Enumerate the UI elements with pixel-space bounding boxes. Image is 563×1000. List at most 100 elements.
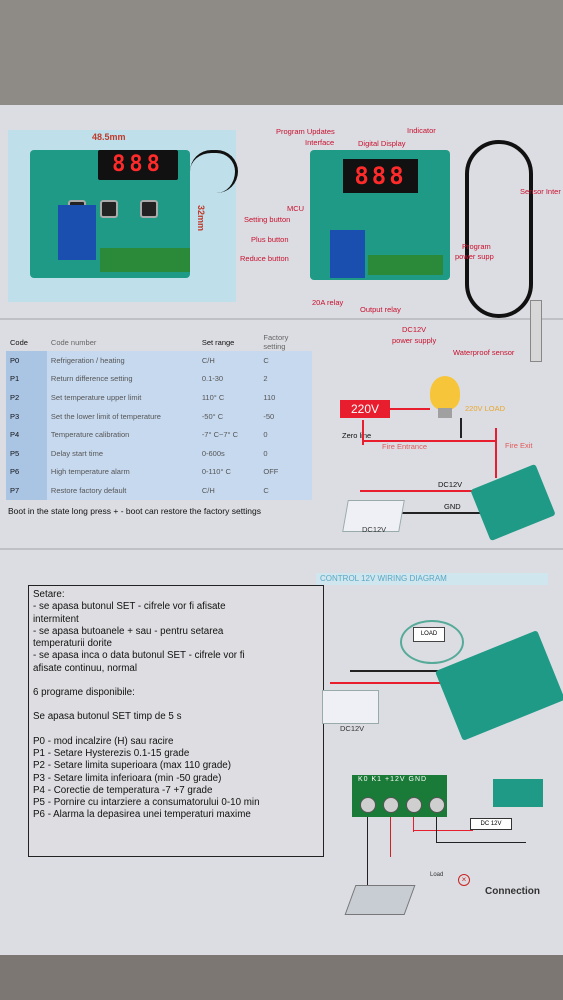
wire-black [367,817,368,887]
wire-red [330,682,440,684]
col-set-range: Set range [197,333,260,351]
cell-code: P2 [6,388,47,407]
cell-factory: C [259,351,312,370]
label-waterproof-sensor: Waterproof sensor [453,348,515,357]
settings-line: - se apasa inca o data butonul SET - cif… [33,650,245,662]
settings-line: P5 - Pornire cu intarziere a consumatoru… [33,797,260,809]
cell-range: C/H [197,351,260,370]
screw-icon [360,797,376,813]
fire-exit-label: Fire Exit [505,441,533,450]
wire-red [413,817,414,832]
label-program: Program [462,242,491,251]
relay-photo [58,205,96,260]
cell-name: Set temperature upper limit [46,388,198,407]
cell-code: P4 [6,425,47,444]
cell-range: 0-600s [197,443,260,463]
floor-background [0,955,563,1000]
label-sensor-interface: Sensor Inter [520,187,561,196]
settings-spacer [33,724,319,736]
gnd-wire-label: GND [444,502,461,511]
label-program-power-supply: power supp [455,252,494,261]
cell-range: 110° C [197,388,260,407]
cell-factory: C [259,481,312,500]
psu-12v-label: DC12V [340,724,365,733]
cell-factory: 0 [259,425,312,444]
cell-code: P1 [6,369,47,389]
cell-factory: -50 [259,406,312,426]
wire-black [460,418,462,438]
settings-line: P0 - mod incalzire (H) sau racire [33,735,174,747]
small-module-icon [492,778,544,808]
zero-line-label: Zero line [342,431,372,440]
connection-title: Connection [485,886,540,897]
label-program-updates: Program Updates [276,127,335,136]
wire-red [390,408,430,410]
settings-line: temperaturii dorite [33,638,112,650]
wire-red [413,830,473,831]
load-x-icon: × [458,874,470,886]
label-plus-button: Plus button [251,235,289,244]
cell-name: Return difference setting [46,369,198,389]
diagram-terminals [368,255,443,275]
cell-name: Temperature calibration [46,425,198,444]
settings-line: - se apasa butoanele + sau - pentru seta… [33,625,224,637]
cell-name: High temperature alarm [46,462,198,482]
psu-dc12v-label: DC12V [362,525,387,534]
settings-spacer [33,699,319,711]
settings-line: P2 - Setare limita superioara (max 110 g… [33,760,232,772]
diagram-relay [330,230,365,278]
sensor-cable [465,140,533,318]
bulb-base [438,408,452,418]
dc12v-wire-label: DC12V [438,480,463,489]
minus-button-photo [140,200,158,218]
cell-range: -50° C [197,406,260,426]
cell-code: P5 [6,443,47,463]
settings-line: 6 programe disponibile: [33,687,135,699]
label-setting-button: Setting button [244,215,291,224]
settings-spacer [33,675,319,687]
waterproof-probe [530,300,542,362]
parameter-table: Code Code number Set range Factory setti… [6,333,312,523]
cell-factory: 110 [259,388,312,407]
label-mcu: MCU [287,204,305,213]
col-code: Code [6,333,47,351]
wire-red [360,490,485,492]
wire-red [495,428,497,478]
screw-icon [383,797,399,813]
settings-line: intermitent [33,613,79,625]
cell-range: C/H [197,481,260,500]
factory-reset-note: Boot in the state long press + - boot ca… [8,506,262,516]
cell-range: 0-110° C [197,462,260,482]
module-display: 888 [98,150,178,180]
screw-icon [429,797,445,813]
cell-range: 0.1-30 [197,369,260,389]
load-cycle-icon [400,620,464,664]
load-220v-label: 220V LOAD [465,404,506,413]
label-dc12v: DC12V [402,325,427,334]
cell-factory: 2 [259,369,312,389]
label-output-relay: Output relay [360,305,401,314]
col-factory-setting: Factory setting [259,333,312,351]
settings-line: Se apasa butonul SET timp de 5 s [33,711,182,723]
settings-instructions: Setare: - se apasa butonul SET - cifrele… [28,585,324,857]
wiring-12v-banner: CONTROL 12V WIRING DIAGRAM [316,573,548,585]
terminals-photo [100,248,190,272]
wire-black [350,670,440,672]
cell-name: Refrigeration / heating [46,351,198,370]
label-digital-display: Digital Display [358,139,406,148]
wire-black [436,817,437,842]
cell-code: P7 [6,481,47,500]
wire-red [390,817,391,857]
psu-12v [322,690,379,724]
width-dimension: 48.5mm [92,132,126,142]
plus-button-photo [100,200,118,218]
cell-code: P6 [6,462,47,482]
cell-code: P3 [6,406,47,426]
dc12v-small-label: DC 12V [470,818,512,830]
